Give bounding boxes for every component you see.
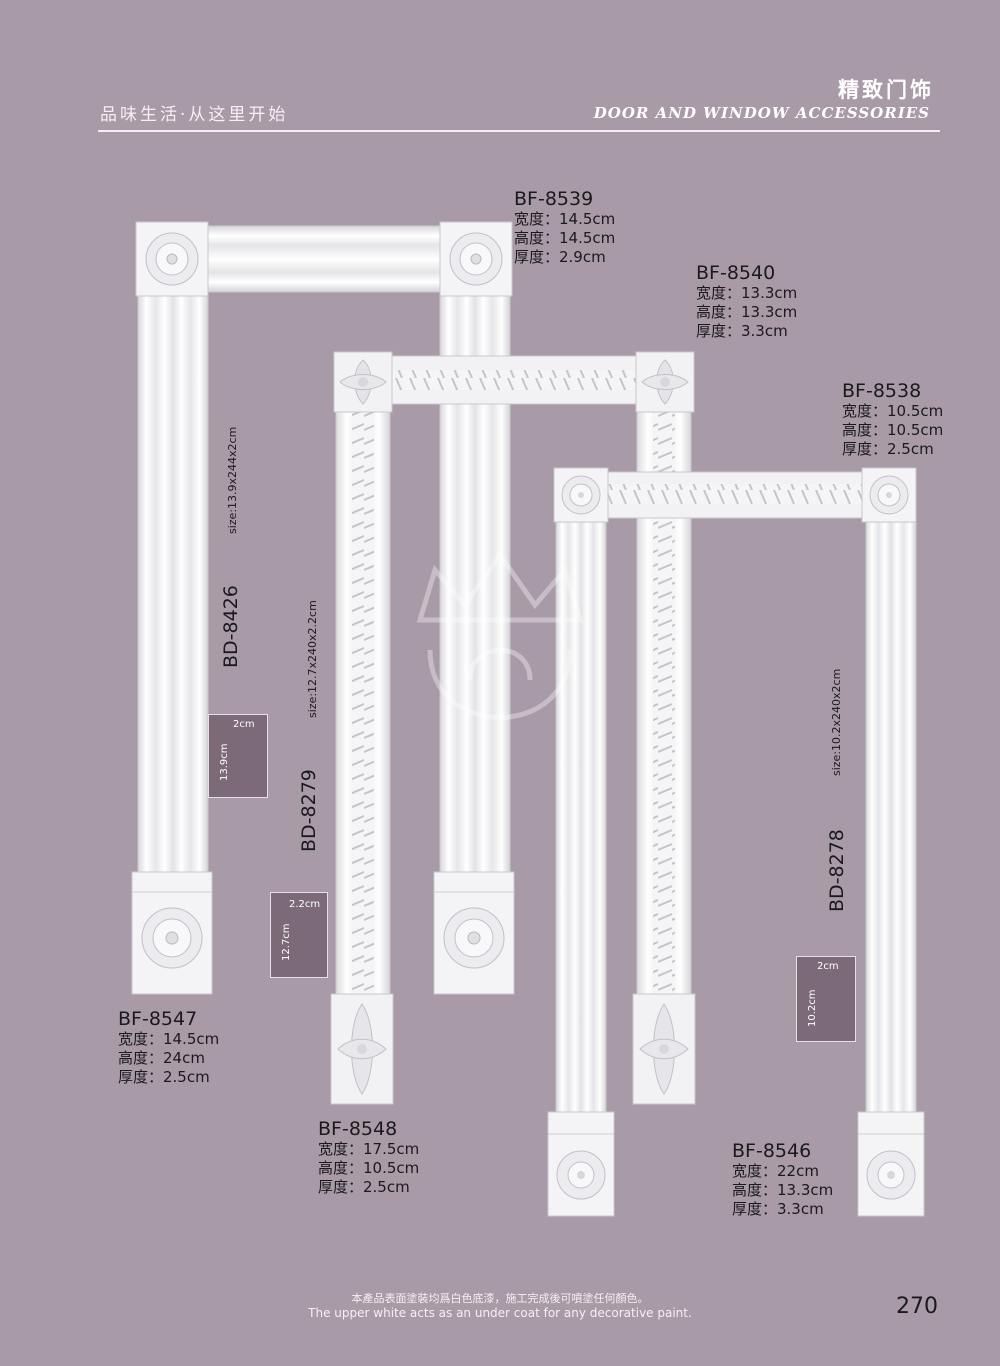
- spec-width: 宽度：22cm: [732, 1162, 819, 1180]
- spec-bf8547: BF-8547 宽度：14.5cm 高度：24cm 厚度：2.5cm: [118, 1008, 219, 1087]
- profile-height: 10.2cm: [807, 989, 818, 1027]
- profile-width: 2.2cm: [289, 899, 321, 910]
- casing-size-bd8426: size:13.9x244x2cm: [226, 426, 239, 534]
- crown-watermark-icon: [416, 550, 584, 720]
- spec-code: BF-8548: [318, 1118, 398, 1140]
- spec-bf8538: BF-8538 宽度：10.5cm 高度：10.5cm 厚度：2.5cm: [842, 380, 943, 459]
- spec-thickness: 厚度：2.5cm: [842, 440, 934, 458]
- spec-width: 宽度：14.5cm: [514, 210, 616, 228]
- frame-bd8426: [131, 221, 515, 995]
- header-divider: [98, 130, 940, 132]
- spec-thickness: 厚度：3.3cm: [732, 1200, 824, 1218]
- slogan: 品味生活·从这里开始: [100, 105, 289, 125]
- casing-size-bd8279: size:12.7x240x2.2cm: [306, 600, 319, 718]
- spec-height: 高度：10.5cm: [318, 1159, 420, 1177]
- spec-height: 高度：14.5cm: [514, 229, 616, 247]
- profile-box-bd8279: 2.2cm 12.7cm: [270, 892, 328, 978]
- profile-width: 2cm: [233, 719, 255, 730]
- spec-height: 高度：13.3cm: [696, 303, 798, 321]
- spec-code: BF-8546: [732, 1140, 812, 1162]
- spec-thickness: 厚度：3.3cm: [696, 322, 788, 340]
- casing-code-bd8278: BD-8278: [826, 829, 848, 912]
- profile-box-bd8426: 2cm 13.9cm: [208, 714, 268, 798]
- spec-height: 高度：10.5cm: [842, 421, 944, 439]
- spec-bf8540: BF-8540 宽度：13.3cm 高度：13.3cm 厚度：3.3cm: [696, 262, 797, 341]
- profile-height: 13.9cm: [219, 743, 230, 781]
- profile-width: 2cm: [817, 961, 839, 972]
- casing-code-bd8279: BD-8279: [298, 769, 320, 852]
- spec-thickness: 厚度：2.9cm: [514, 248, 606, 266]
- spec-width: 宽度：13.3cm: [696, 284, 798, 302]
- footer-note-cn: 本產品表面塗裝均爲白色底漆，施工完成後可噴塗任何顏色。: [351, 1292, 649, 1305]
- spec-code: BF-8539: [514, 188, 594, 210]
- spec-width: 宽度：14.5cm: [118, 1030, 220, 1048]
- spec-code: BF-8540: [696, 262, 776, 284]
- spec-bf8548: BF-8548 宽度：17.5cm 高度：10.5cm 厚度：2.5cm: [318, 1118, 419, 1197]
- profile-height: 12.7cm: [281, 923, 292, 961]
- profile-icons: [232, 736, 842, 1024]
- page-title-cn: 精致门饰: [838, 77, 934, 102]
- page-title-en: DOOR AND WINDOW ACCESSORIES: [593, 104, 930, 122]
- footer-note-en: The upper white acts as an under coat fo…: [308, 1306, 692, 1320]
- spec-thickness: 厚度：2.5cm: [118, 1068, 210, 1086]
- spec-code: BF-8547: [118, 1008, 198, 1030]
- spec-width: 宽度：17.5cm: [318, 1140, 420, 1158]
- frame-bd8278: [547, 467, 925, 1217]
- spec-width: 宽度：10.5cm: [842, 402, 944, 420]
- casing-size-bd8278: size:10.2x240x2cm: [830, 668, 843, 776]
- casing-code-bd8426: BD-8426: [220, 585, 242, 668]
- spec-code: BF-8538: [842, 380, 922, 402]
- spec-bf8539: BF-8539 宽度：14.5cm 高度：14.5cm 厚度：2.9cm: [514, 188, 615, 267]
- spec-height: 高度：24cm: [118, 1049, 205, 1067]
- spec-bf8546: BF-8546 宽度：22cm 高度：13.3cm 厚度：3.3cm: [732, 1140, 833, 1219]
- profile-box-bd8278: 2cm 10.2cm: [796, 956, 856, 1042]
- spec-height: 高度：13.3cm: [732, 1181, 834, 1199]
- page-number: 270: [896, 1294, 938, 1319]
- spec-thickness: 厚度：2.5cm: [318, 1178, 410, 1196]
